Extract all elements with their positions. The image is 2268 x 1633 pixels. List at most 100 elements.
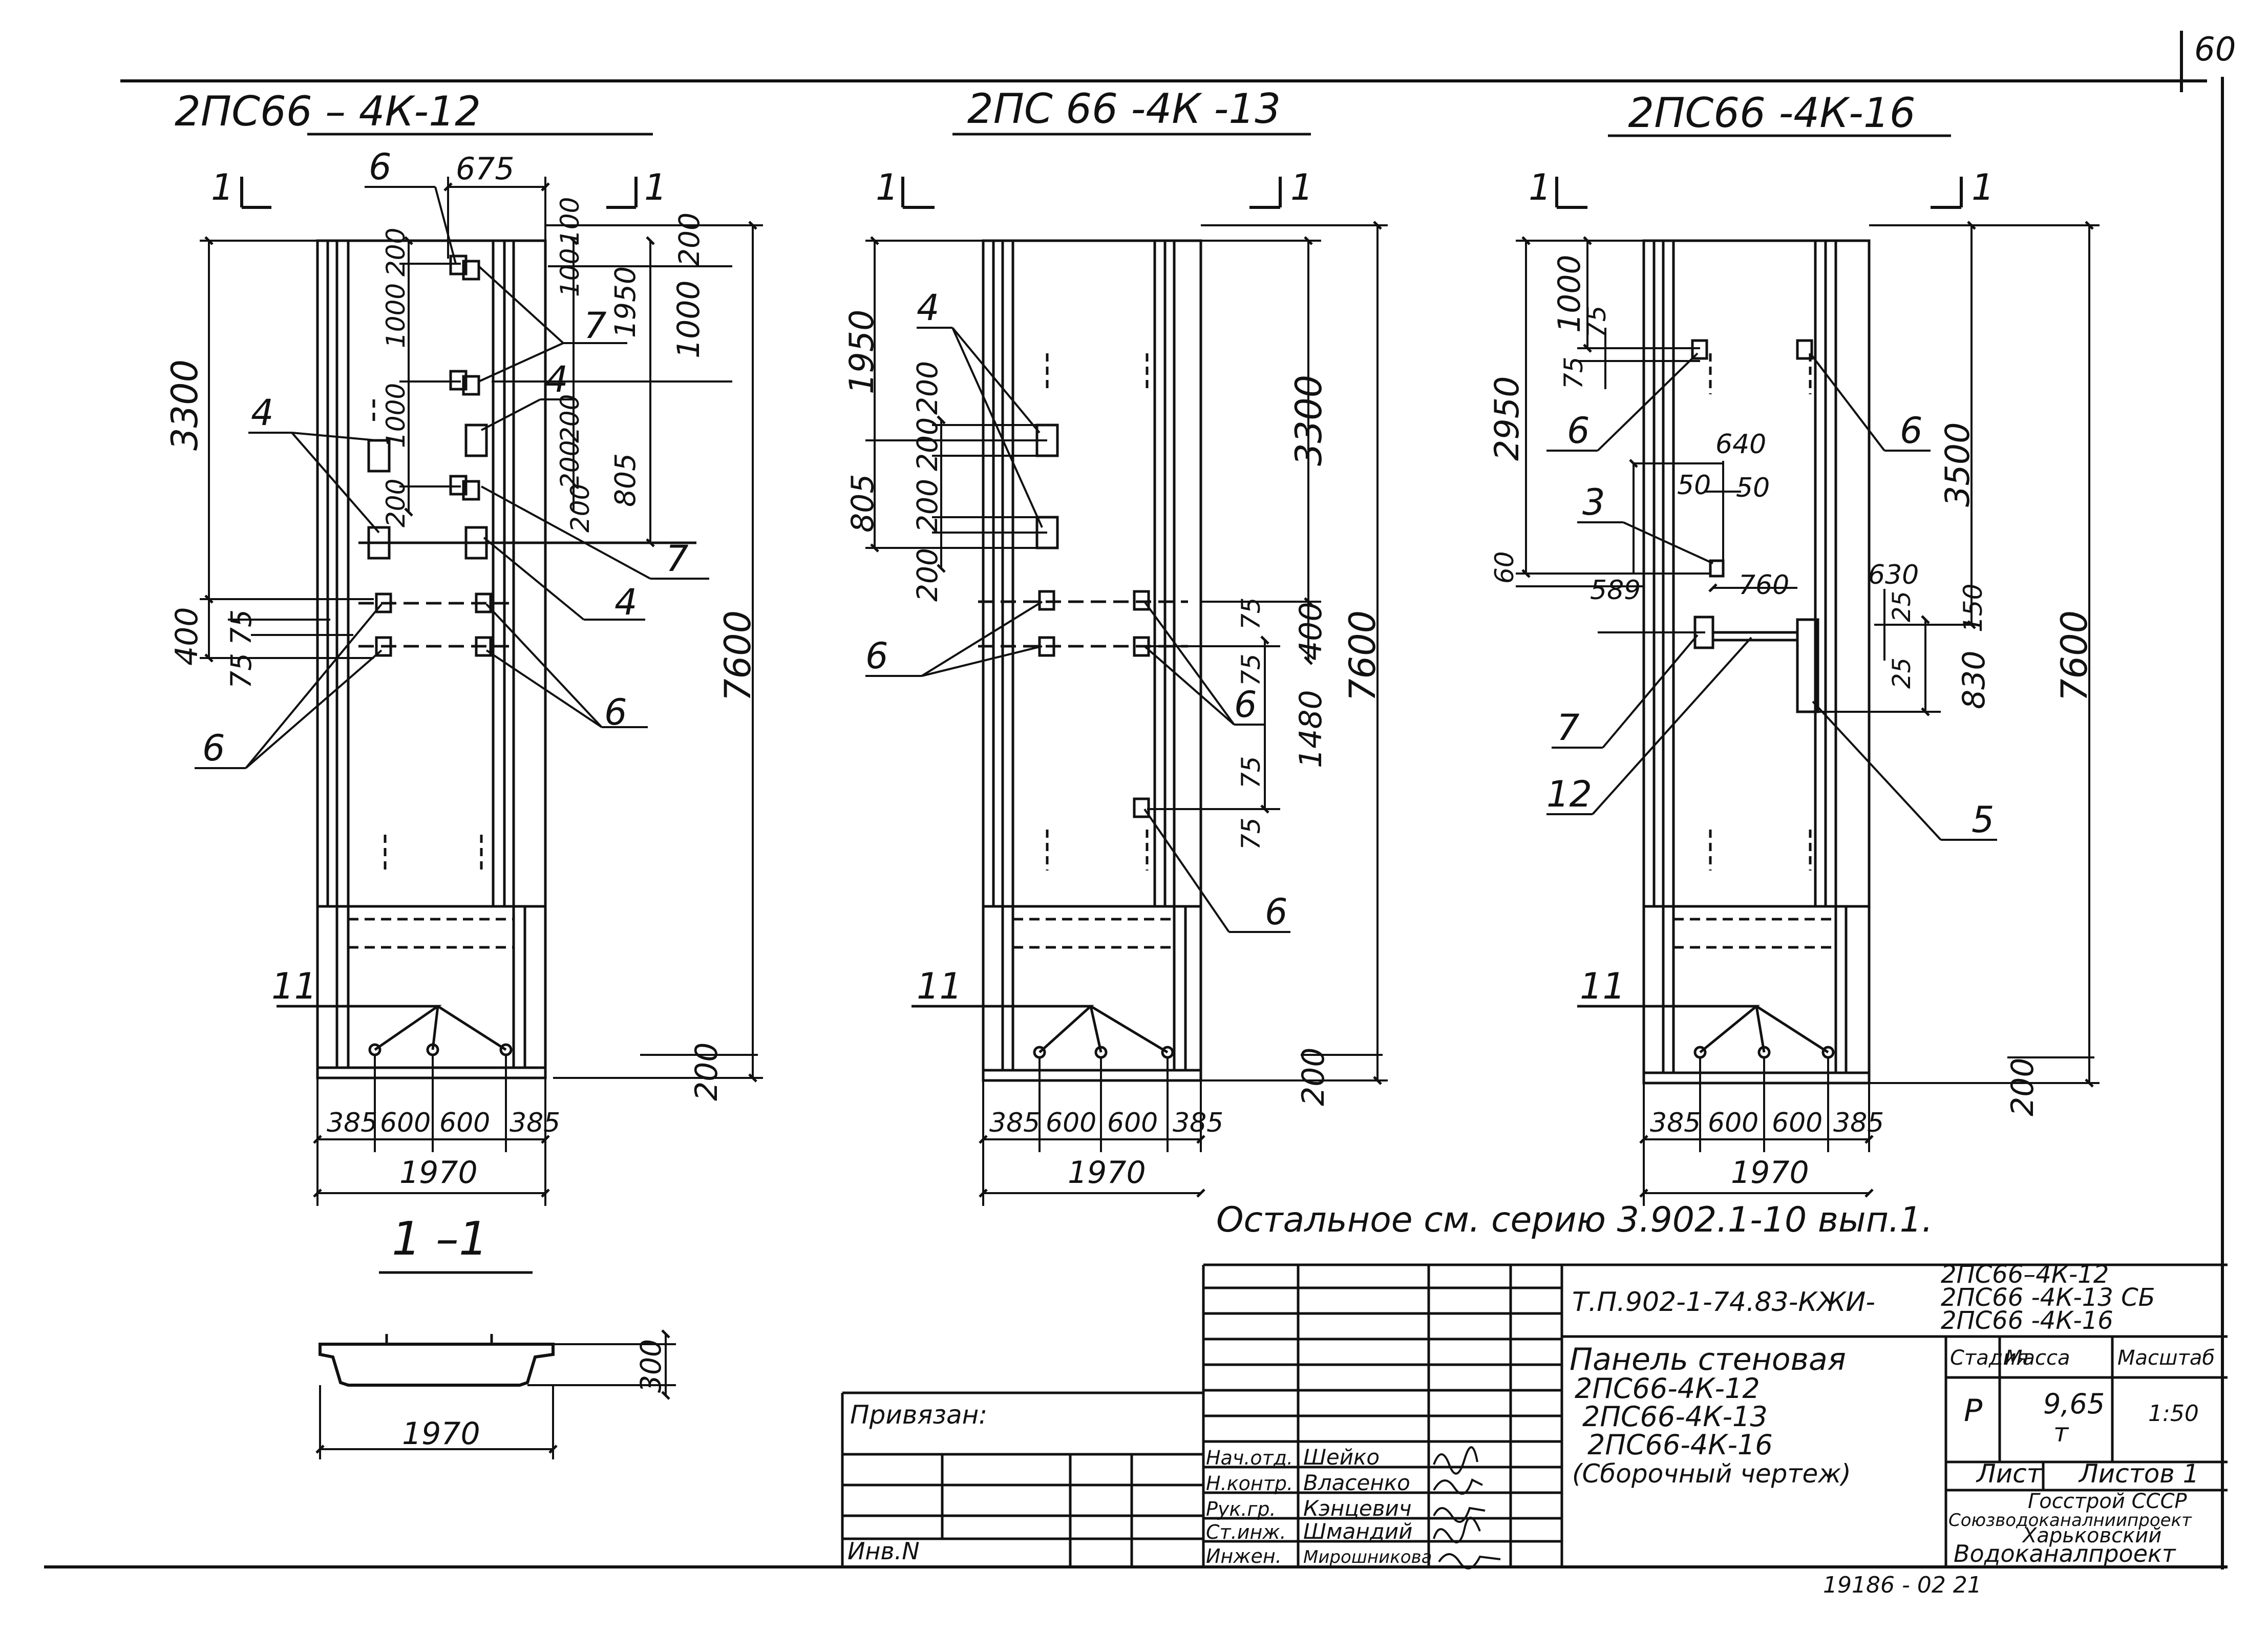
staff-role-5: Инжен.	[1206, 1545, 1282, 1567]
dim-100: 100	[555, 197, 585, 246]
dim-200: 200	[911, 417, 944, 471]
sheet-number: 60	[2194, 31, 2236, 69]
dim-600: 600	[380, 1108, 431, 1138]
inv-label: Инв.N	[847, 1537, 920, 1565]
staff-name-4: Шмандий	[1303, 1519, 1412, 1544]
dim-7600: 7600	[1342, 610, 1384, 702]
callout-7: 7	[584, 305, 607, 347]
callout-6: 6	[604, 691, 627, 733]
dim-1480: 1480	[1293, 690, 1329, 768]
callout-7: 7	[666, 538, 689, 580]
product-mark-3: 2ПС66-4К-16	[1587, 1429, 1773, 1461]
section-mark-label: 1	[1290, 166, 1313, 208]
panel-title: 2ПС66 -4К-16	[1628, 89, 1915, 137]
mark-2: 2ПС66 -4К-13 СБ	[1941, 1283, 2155, 1312]
dim-25: 25	[1888, 658, 1916, 689]
dim-200: 200	[565, 484, 595, 533]
title-block: Т.П.902-1-74.83-КЖИ- 2ПС66–4К-12 2ПС66 -…	[841, 1260, 2228, 1570]
dim-75: 75	[1236, 756, 1266, 789]
callout-6: 6	[865, 635, 888, 677]
callout-6: 6	[1265, 891, 1288, 933]
staff-name-5: Мирошникова	[1303, 1547, 1432, 1567]
callout-4: 4	[917, 287, 940, 329]
dim-3500: 3500	[1939, 422, 1977, 507]
panel-2ps66-4k-16: 2ПС66 -4К-16 1 1	[1488, 89, 2100, 1206]
section-mark-label: 1	[211, 166, 234, 208]
dim-200: 200	[1296, 1047, 1331, 1106]
dim-50: 50	[1736, 473, 1770, 503]
dim-60: 60	[1490, 551, 1519, 584]
dim-760: 760	[1739, 570, 1789, 601]
dim-200: 200	[555, 394, 585, 443]
footer-stamp: 19186 - 02 21	[1823, 1572, 1982, 1598]
dim-600: 600	[1107, 1108, 1158, 1138]
dim-385: 385	[989, 1108, 1040, 1138]
embedded-parts	[978, 353, 1188, 871]
dim-589: 589	[1590, 575, 1641, 606]
section-width: 1970	[402, 1416, 480, 1452]
staff-role-3: Рук.гр.	[1206, 1498, 1276, 1520]
dim-600: 600	[1046, 1108, 1096, 1138]
callout-4: 4	[545, 358, 568, 400]
dim-385: 385	[1833, 1108, 1884, 1138]
org-line-4: Водоканалпроект	[1954, 1540, 2176, 1567]
org-line-1: Госстрой СССР	[2028, 1490, 2187, 1513]
staff-role-1: Нач.отд.	[1206, 1447, 1293, 1469]
callout-11: 11	[271, 965, 317, 1007]
product-mark-1: 2ПС66-4К-12	[1575, 1372, 1760, 1405]
dim-3300: 3300	[1288, 375, 1330, 466]
sheet-label: Лист	[1976, 1459, 2043, 1489]
sheets-label: Листов 1	[2078, 1459, 2199, 1489]
lifting-loops	[912, 1005, 1174, 1059]
dim-1970: 1970	[399, 1155, 478, 1191]
mass-unit: т	[2053, 1418, 2069, 1448]
dim-1950: 1950	[609, 266, 642, 338]
dim-805: 805	[845, 474, 881, 533]
lifting-loops	[277, 1005, 513, 1056]
embedded-parts	[1691, 339, 1819, 871]
dim-1970: 1970	[1731, 1155, 1809, 1191]
staff-name-2: Власенко	[1303, 1470, 1410, 1495]
dim-600: 600	[439, 1108, 490, 1138]
dim-1000: 1000	[381, 383, 411, 448]
panel-outline	[1642, 239, 1871, 1085]
dim-400: 400	[169, 607, 205, 666]
dim-1000: 1000	[671, 280, 707, 358]
dim-1000: 1000	[1552, 255, 1587, 333]
signatures	[1433, 1446, 1501, 1570]
section-mark-label: 1	[876, 166, 899, 208]
dim-75: 75	[1236, 653, 1266, 686]
dim-75: 75	[1236, 817, 1266, 850]
section-height: 300	[634, 1339, 667, 1393]
callout-7: 7	[1557, 707, 1580, 749]
callout-6: 6	[1567, 410, 1590, 452]
panel-2ps66-4k-13: 2ПС 66 -4К -13 1 1	[843, 85, 1388, 1206]
dim-1950: 1950	[843, 310, 881, 394]
dim-2950: 2950	[1488, 376, 1527, 461]
product-note: (Сборочный чертеж)	[1572, 1459, 1851, 1489]
section-title: 1 –1	[392, 1212, 488, 1266]
dim-200: 200	[689, 1042, 725, 1101]
dim-7600: 7600	[717, 610, 759, 702]
callout-12: 12	[1546, 773, 1592, 815]
org-line-3: Харьковский	[2022, 1524, 2161, 1547]
drawing-code: Т.П.902-1-74.83-КЖИ-	[1572, 1287, 1875, 1318]
callout-3: 3	[1582, 481, 1605, 523]
staff-name-1: Шейко	[1303, 1445, 1380, 1470]
dim-75: 75	[225, 653, 258, 689]
panel-title: 2ПС 66 -4К -13	[967, 85, 1281, 133]
dim-150: 150	[1958, 584, 1988, 632]
dim-200: 200	[673, 213, 706, 266]
dim-385: 385	[1173, 1108, 1223, 1138]
dim-675: 675	[456, 151, 515, 187]
dim-75: 75	[225, 609, 258, 645]
section-mark-label: 1	[1529, 166, 1552, 208]
mass-value: 9,65	[2043, 1388, 2105, 1420]
callout-4: 4	[614, 581, 638, 623]
mark-3: 2ПС66 -4К-16	[1941, 1306, 2113, 1335]
dim-1000: 1000	[381, 283, 411, 348]
callout-6: 6	[1900, 410, 1923, 452]
dim-50: 50	[1677, 470, 1711, 501]
dim-100: 100	[555, 248, 585, 297]
dim-385: 385	[1650, 1108, 1701, 1138]
